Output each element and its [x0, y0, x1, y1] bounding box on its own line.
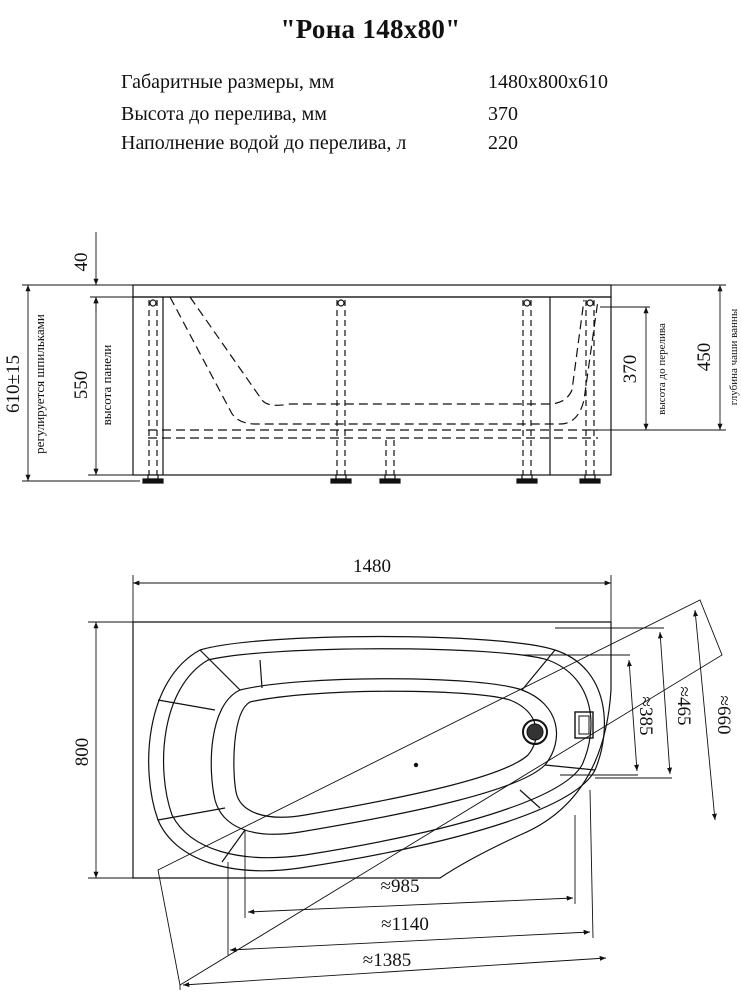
- spec-label: Наполнение водой до перелива, л: [121, 132, 407, 154]
- leg: [585, 300, 595, 475]
- dim-1140-label: ≈1140: [381, 914, 429, 935]
- dim-1480-label: 1480: [353, 556, 391, 577]
- dim-385-label: ≈385: [635, 697, 656, 736]
- leg: [336, 300, 346, 475]
- dim-660-label: ≈660: [713, 696, 734, 735]
- page-title: "Рона 148х80": [280, 14, 461, 44]
- bath-panel: [132, 296, 612, 476]
- fitting: [574, 711, 594, 739]
- bath-rim: [132, 284, 612, 298]
- spec-value: 1480х800х610: [488, 71, 608, 93]
- adjustable-note: регулируется шпильками: [32, 314, 47, 454]
- spec-label: Габаритные размеры, мм: [121, 71, 335, 93]
- dim-40-label: 40: [71, 253, 92, 272]
- dim-465-label: ≈465: [673, 687, 694, 726]
- bowl-floor: [233, 690, 537, 818]
- dim-985-label: ≈985: [381, 876, 420, 897]
- side-view: [22, 232, 726, 484]
- bowl-rim: [148, 635, 605, 872]
- top-view: [132, 621, 612, 879]
- bowl-inner-hidden: [189, 296, 585, 406]
- spec-label: Высота до перелива, мм: [121, 103, 327, 125]
- foot: [142, 474, 601, 484]
- dim-610-label: 610±15: [3, 355, 24, 413]
- drain-dot: [413, 762, 419, 768]
- bowl-depth-note: глубина чаши ванны: [728, 308, 740, 405]
- dim-1385-label: ≈1385: [363, 950, 411, 971]
- leg: [522, 300, 532, 475]
- rotated-outline: [157, 599, 723, 986]
- dim-550-label: 550: [71, 371, 92, 400]
- overflow-hole: [522, 719, 548, 745]
- leg: [148, 300, 158, 475]
- dim-800-label: 800: [72, 738, 93, 767]
- bowl-basin: [210, 678, 558, 835]
- spec-value: 370: [488, 103, 518, 125]
- spec-value: 220: [488, 132, 518, 154]
- bowl-rim-inner: [163, 648, 592, 859]
- dim-450-label: 450: [694, 343, 715, 372]
- bowl-outline-hidden: [169, 296, 599, 425]
- leg: [385, 440, 395, 475]
- bath-outline: [132, 621, 612, 879]
- dim-370-label: 370: [620, 355, 641, 384]
- overflow-height-note: высота до перелива: [656, 323, 668, 415]
- panel-height-note: высота панели: [99, 345, 114, 426]
